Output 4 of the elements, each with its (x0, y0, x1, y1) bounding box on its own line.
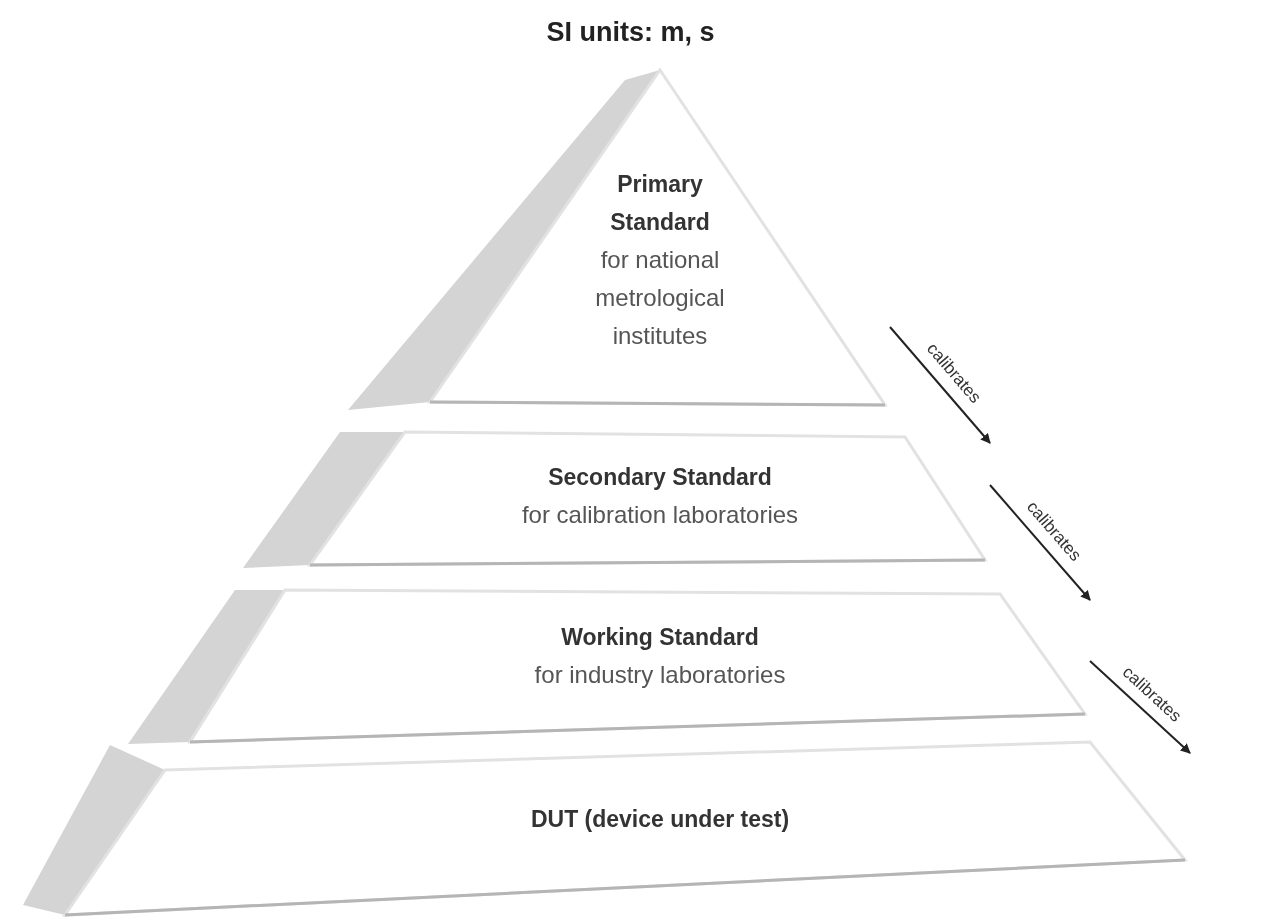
arrow (1089, 660, 1191, 754)
title: SI units: m, s (546, 16, 715, 49)
arrow (989, 484, 1091, 601)
arrow (889, 326, 991, 444)
